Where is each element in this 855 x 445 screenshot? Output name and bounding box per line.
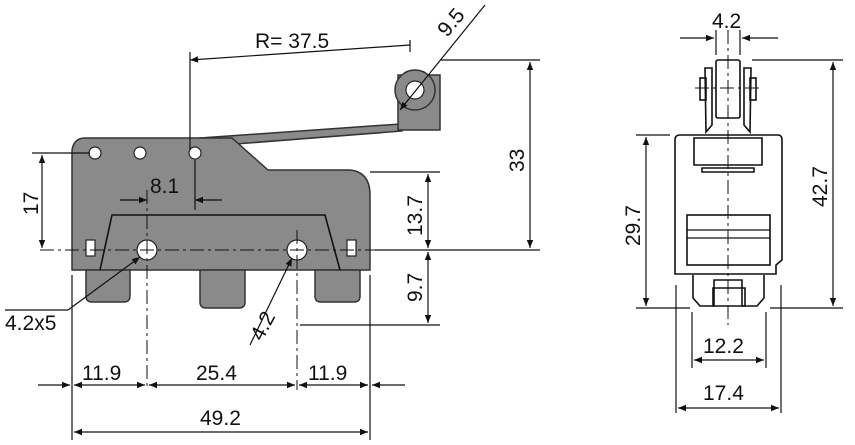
dim-radius: R= 37.5 (255, 30, 329, 53)
terminal-leg-2 (199, 269, 246, 309)
dim-height-left: 17 (20, 192, 43, 215)
dim-roller-width: 4.2 (712, 10, 741, 33)
small-hole (88, 146, 102, 160)
dim-body-height: 29.7 (622, 205, 645, 246)
dim-hole-spec: 4.2x5 (5, 312, 56, 335)
dim-hole-offset: 8.1 (150, 175, 179, 198)
dim-roller-dia: 9.5 (433, 4, 469, 41)
small-hole (188, 146, 202, 160)
dim-hole-spacing: 25.4 (196, 362, 237, 385)
terminal-leg-1 (85, 269, 131, 303)
inner-frame (99, 214, 341, 271)
switch-body (71, 137, 371, 271)
side-body (674, 134, 783, 275)
small-hole (133, 146, 147, 160)
dim-left-margin: 11.9 (82, 362, 121, 385)
slot (346, 239, 357, 257)
dim-total-height: 42.7 (809, 166, 832, 207)
dim-right-margin: 11.9 (308, 362, 347, 385)
dim-height-upper: 13.7 (404, 195, 427, 236)
dim-total-width: 17.4 (703, 382, 744, 405)
dim-height-lower: 9.7 (404, 273, 427, 302)
dim-inner-width: 12.2 (703, 335, 744, 358)
terminal-leg-3 (314, 269, 361, 303)
dim-total-length: 49.2 (200, 407, 241, 430)
side-view: 4.2 42.7 29.7 12.2 17.4 (622, 10, 843, 413)
front-view: R= 37.5 9.5 33 17 8.1 13.7 9.7 4.2x5 4.2… (5, 4, 540, 440)
dim-hole-dia: 4.2 (246, 308, 280, 345)
slot (85, 239, 96, 257)
dim-height-total: 33 (506, 149, 529, 172)
